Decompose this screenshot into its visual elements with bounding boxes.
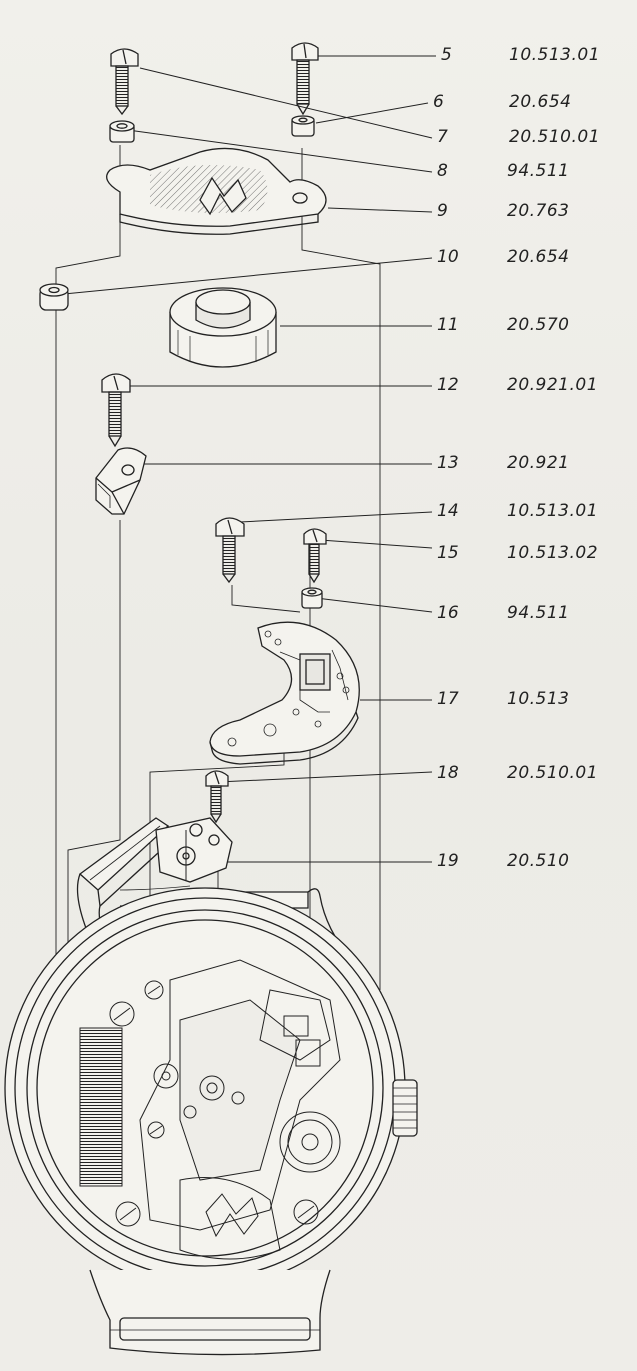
battery-11-icon (169, 287, 277, 368)
screw-14-icon (215, 517, 245, 584)
part-code-19: 20.510 (507, 851, 570, 871)
part-code-7: 20.510.01 (509, 127, 601, 147)
part-code-8: 94.511 (507, 161, 570, 181)
circuit-board-17-icon (209, 621, 360, 765)
part-number-11: 11 (437, 315, 459, 335)
part-code-15: 10.513.02 (507, 543, 599, 563)
movement-icon (79, 959, 341, 1260)
washer-16-icon (301, 587, 323, 609)
part-code-18: 20.510.01 (507, 763, 599, 783)
coil-assembly-19-icon (76, 817, 233, 963)
part-number-6: 6 (433, 92, 444, 112)
part-number-15: 15 (437, 543, 459, 563)
part-code-17: 10.513 (507, 689, 570, 709)
part-number-7: 7 (437, 127, 448, 147)
part-number-19: 19 (437, 851, 459, 871)
leader-lines (63, 55, 436, 863)
part-number-9: 9 (437, 201, 448, 221)
part-number-17: 17 (437, 689, 459, 709)
part-code-10: 20.654 (507, 247, 570, 267)
part-code-6: 20.654 (509, 92, 572, 112)
part-code-12: 20.921.01 (507, 375, 599, 395)
washer-10-icon (39, 283, 69, 311)
screw-12-icon (101, 373, 131, 448)
screw-7-icon (110, 48, 139, 116)
part-code-11: 20.570 (507, 315, 570, 335)
part-number-5: 5 (441, 45, 452, 65)
part-number-18: 18 (437, 763, 459, 783)
screw-18-icon (205, 770, 229, 824)
washer-6-icon (291, 115, 315, 137)
bracket-13-icon (95, 447, 147, 515)
part-code-13: 20.921 (507, 453, 570, 473)
plate-9-icon (106, 147, 327, 235)
screw-15-icon (303, 528, 327, 584)
part-number-10: 10 (437, 247, 459, 267)
part-code-14: 10.513.01 (507, 501, 599, 521)
part-number-8: 8 (437, 161, 448, 181)
part-number-13: 13 (437, 453, 459, 473)
part-code-16: 94.511 (507, 603, 570, 623)
screw-5-icon (291, 42, 319, 116)
washer-8-icon (109, 120, 135, 143)
part-code-9: 20.763 (507, 201, 570, 221)
part-number-16: 16 (437, 603, 459, 623)
part-code-5: 10.513.01 (509, 45, 601, 65)
part-number-14: 14 (437, 501, 459, 521)
part-number-12: 12 (437, 375, 459, 395)
